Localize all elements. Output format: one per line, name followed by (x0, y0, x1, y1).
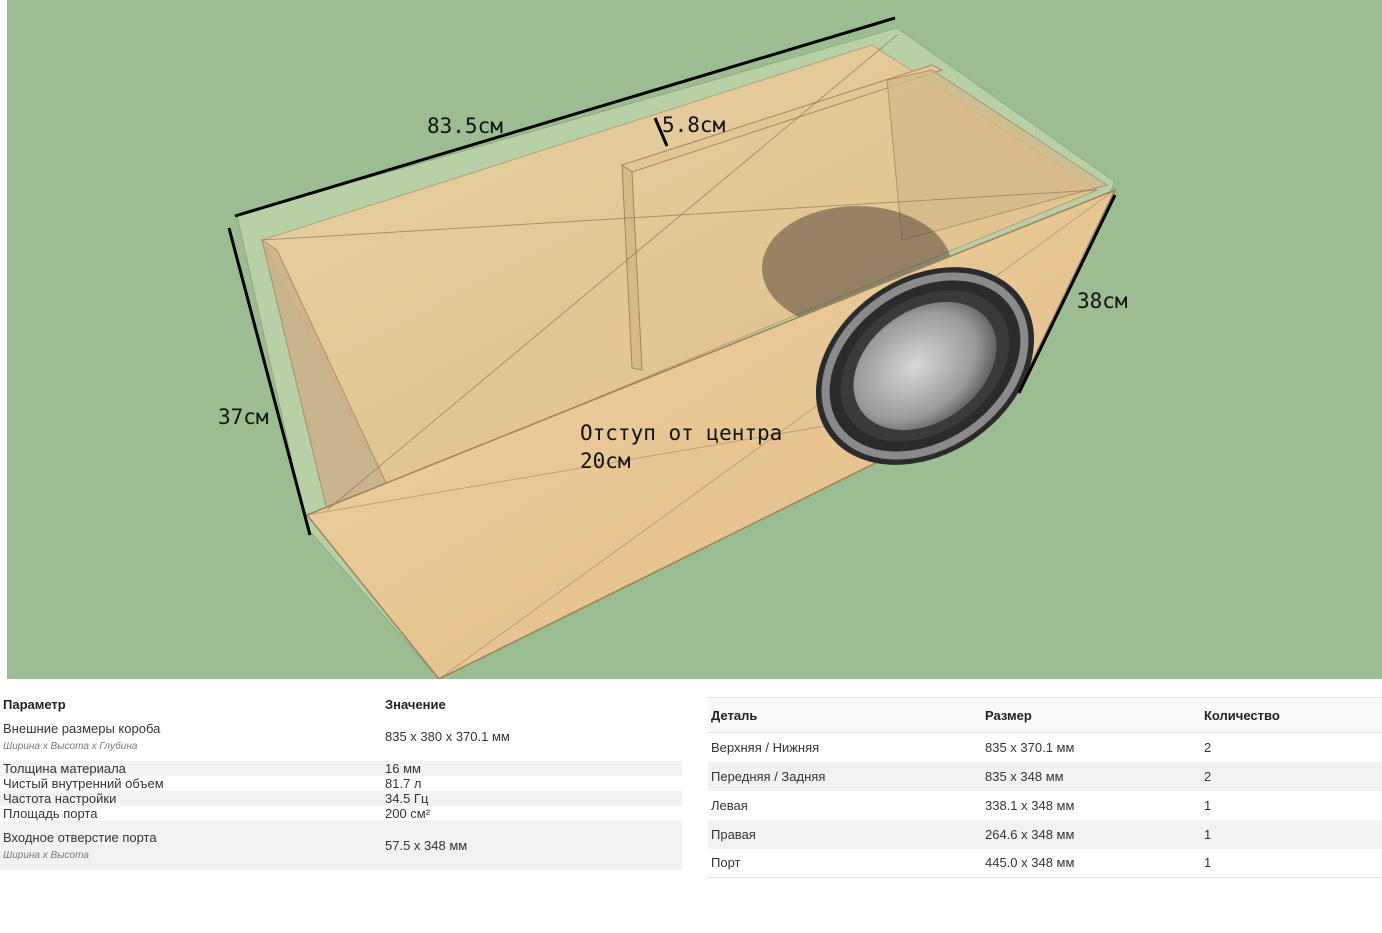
param-name: Чистый внутренний объем (3, 776, 164, 791)
param-value: 200 см² (385, 806, 431, 821)
offset-note-line2: 20см (580, 449, 631, 473)
qty-column-header: Количество (1204, 707, 1280, 723)
part-qty: 1 (1204, 855, 1212, 871)
dim-line-depth (653, 117, 669, 147)
params-table-wrap: Параметр Значение Внешние размеры короба… (0, 697, 682, 933)
part-qty: 2 (1204, 768, 1212, 784)
table-row: Верхняя / Нижняя 835 x 370.1 мм 2 (708, 733, 1382, 762)
param-value: 57.5 x 348 мм (385, 838, 468, 853)
value-column-header: Значение (385, 697, 446, 712)
detail-column-header: Деталь (711, 707, 758, 723)
part-detail: Левая (711, 797, 748, 813)
parts-table: Деталь Размер Количество Верхняя / Нижня… (708, 697, 1382, 878)
param-value: 81.7 л (385, 776, 422, 791)
params-table: Параметр Значение Внешние размеры короба… (0, 697, 682, 870)
table-row: Площадь порта 200 см² (0, 806, 682, 821)
box-3d-view: 83.5см 5.8см 37см 38см Отступ от центра … (7, 0, 1382, 679)
part-size: 835 x 348 мм (985, 768, 1064, 784)
part-size: 338.1 x 348 мм (985, 797, 1075, 813)
param-sub: Ширина x Высота x Глубина (3, 741, 138, 752)
dim-line-width (234, 16, 896, 218)
part-detail: Порт (711, 855, 741, 871)
dim-width-label: 83.5см (427, 114, 503, 138)
offset-note-line1: Отступ от центра (580, 421, 783, 445)
table-row: Порт 445.0 x 348 мм 1 (708, 849, 1382, 878)
dim-line-height-left (227, 227, 312, 536)
part-detail: Передняя / Задняя (711, 768, 826, 784)
part-size: 835 x 370.1 мм (985, 739, 1075, 755)
param-name: Частота настройки (3, 791, 117, 806)
part-qty: 1 (1204, 797, 1212, 813)
port-partition-edge (621, 164, 643, 371)
part-qty: 2 (1204, 739, 1212, 755)
parts-header-row: Деталь Размер Количество (708, 697, 1382, 733)
table-row: Передняя / Задняя 835 x 348 мм 2 (708, 761, 1382, 791)
subwoofer-driver (815, 267, 1035, 465)
param-sub: Ширина x Высота (3, 850, 89, 861)
size-column-header: Размер (985, 707, 1032, 723)
dim-height-left-label: 37см (218, 405, 269, 429)
offset-note: Отступ от центра 20см (580, 419, 782, 475)
dim-depth-label: 5.8см (662, 113, 726, 137)
table-row: Чистый внутренний объем 81.7 л (0, 776, 682, 791)
subwoofer-box-drawing (227, 16, 1117, 679)
param-column-header: Параметр (3, 697, 66, 712)
table-row: Толщина материала 16 мм (0, 761, 682, 776)
param-value: 16 мм (385, 761, 421, 776)
param-name: Внешние размеры короба (3, 721, 161, 736)
part-qty: 1 (1204, 826, 1212, 842)
table-row: Левая 338.1 x 348 мм 1 (708, 791, 1382, 820)
part-detail: Верхняя / Нижняя (711, 739, 820, 755)
param-name: Входное отверстие порта (3, 830, 157, 845)
params-header-row: Параметр Значение (0, 697, 682, 712)
part-size: 445.0 x 348 мм (985, 855, 1075, 871)
dim-height-right-label: 38см (1077, 289, 1128, 313)
param-value: 34.5 Гц (385, 791, 429, 806)
param-name: Площадь порта (3, 806, 98, 821)
param-value: 835 x 380 x 370.1 мм (385, 729, 510, 744)
param-name: Толщина материала (3, 761, 126, 776)
table-row: Частота настройки 34.5 Гц (0, 791, 682, 806)
dim-line-height-right (1017, 194, 1117, 394)
table-row: Правая 264.6 x 348 мм 1 (708, 819, 1382, 849)
part-size: 264.6 x 348 мм (985, 826, 1075, 842)
part-detail: Правая (711, 826, 756, 842)
